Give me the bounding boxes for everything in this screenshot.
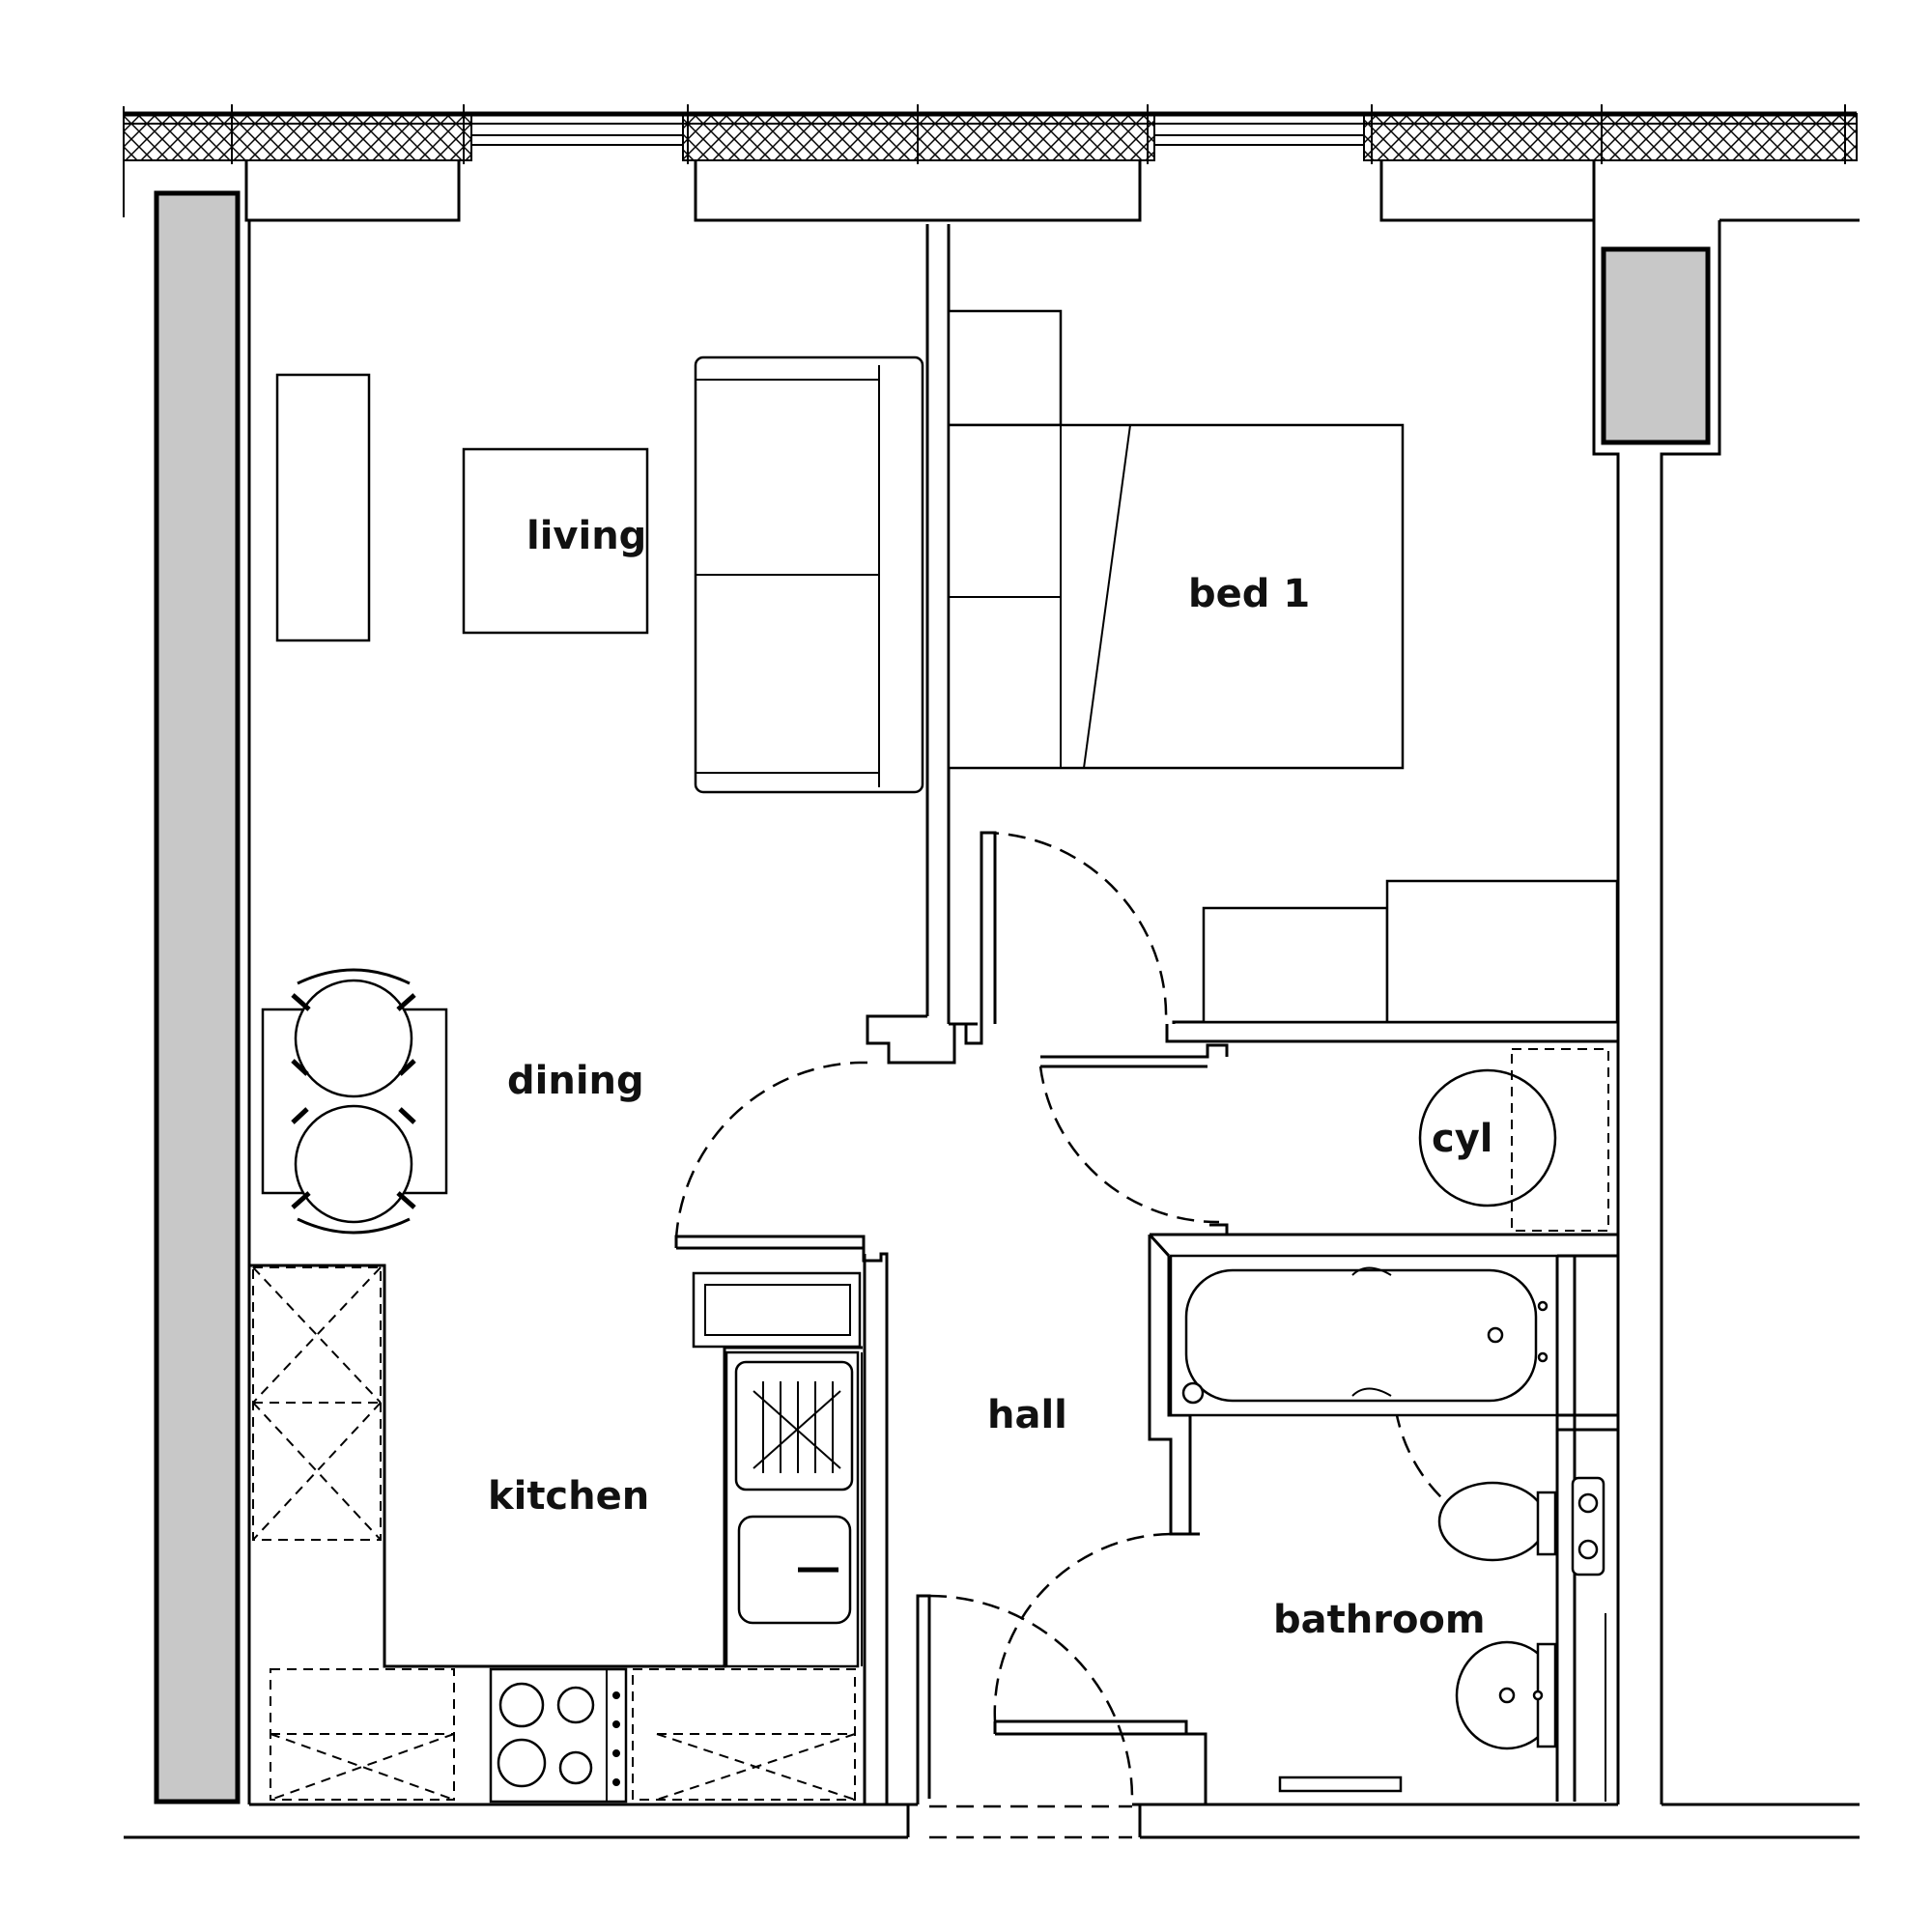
bathroom-door-swing bbox=[993, 1532, 1172, 1722]
entrance-door-swing bbox=[928, 1594, 1134, 1800]
facade-top bbox=[123, 104, 1860, 222]
label-bathroom: bathroom bbox=[1273, 1598, 1486, 1642]
label-hall: hall bbox=[987, 1393, 1067, 1437]
bedroom-door-swing bbox=[980, 831, 1168, 1023]
right-wall-column bbox=[1601, 246, 1711, 445]
tv-unit bbox=[275, 373, 371, 642]
living-door-swing bbox=[674, 1061, 868, 1239]
hob-ring bbox=[558, 1750, 593, 1785]
hob-ring bbox=[498, 1682, 545, 1728]
coffee-table bbox=[462, 447, 649, 635]
dining-chair bbox=[294, 1104, 413, 1224]
label-bed1: bed 1 bbox=[1188, 572, 1310, 616]
hob-ring bbox=[556, 1686, 595, 1724]
dining-chair bbox=[294, 979, 413, 1098]
toilet bbox=[1437, 1481, 1548, 1562]
living-furniture bbox=[275, 355, 924, 794]
label-living: living bbox=[526, 514, 646, 558]
chest-of-drawers bbox=[1202, 906, 1389, 1024]
cupboard-door-swing bbox=[1038, 1065, 1220, 1224]
label-cyl: cyl bbox=[1432, 1117, 1493, 1161]
sink-bowl bbox=[737, 1515, 852, 1625]
dining-furniture bbox=[261, 968, 448, 1235]
bathroom-fittings bbox=[1169, 1254, 1618, 1802]
left-wall-column bbox=[154, 190, 241, 1804]
outer-walls bbox=[124, 190, 1860, 1839]
wardrobe bbox=[1385, 879, 1619, 1024]
label-dining: dining bbox=[507, 1059, 644, 1103]
shower-control bbox=[1571, 1476, 1605, 1577]
label-kitchen: kitchen bbox=[488, 1474, 649, 1519]
hob-ring bbox=[497, 1738, 547, 1788]
bedside-table bbox=[947, 309, 1063, 427]
room-labels: living bed 1 dining cyl hall kitchen bat… bbox=[488, 514, 1493, 1642]
hot-water-cylinder bbox=[1418, 1068, 1557, 1208]
cylinder-cupboard bbox=[1418, 1048, 1609, 1232]
bedroom-furniture bbox=[947, 309, 1619, 1024]
doors bbox=[674, 831, 1556, 1839]
kitchen-units bbox=[249, 1264, 863, 1804]
